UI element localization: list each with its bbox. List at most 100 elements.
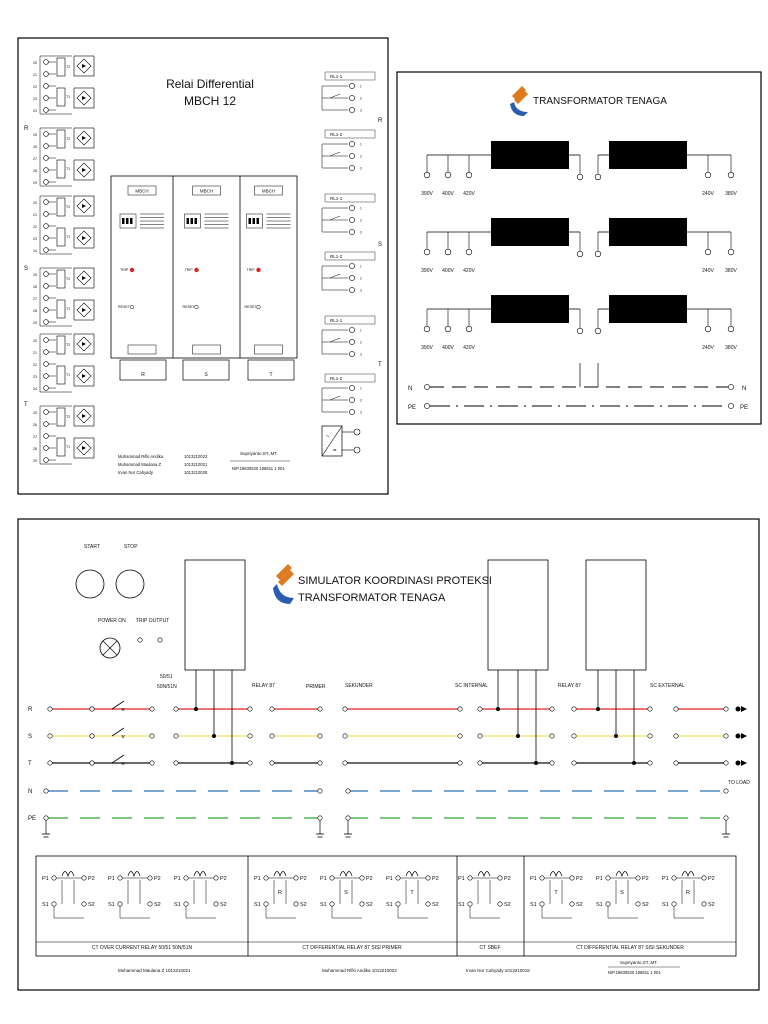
- advisor-nip: NIP.19830520 198811 1 001: [232, 466, 285, 471]
- primary-tap-label: 420V: [463, 191, 475, 197]
- primary-tap-terminal: [444, 325, 452, 333]
- diode-icon: [82, 168, 86, 172]
- rl-terminal-number: 2: [360, 97, 362, 101]
- ct-p1-label: P1: [530, 876, 537, 882]
- terminal-number: 22: [33, 363, 37, 367]
- power-supply-module: ~ =: [321, 425, 361, 457]
- terminal-number: 21: [33, 73, 37, 77]
- ct-coil-icon: [193, 871, 207, 878]
- dip-switch: [126, 218, 129, 224]
- line-terminal: [723, 788, 729, 794]
- ct-s1-label: S1: [662, 902, 669, 908]
- ct-terminal: [117, 875, 123, 881]
- footer-student-3: Irvan Nur Cahyady 1013210018: [466, 968, 530, 973]
- neutral-label-right: N: [742, 386, 746, 392]
- ct-p1-label: P1: [174, 876, 181, 882]
- ct-coil: [56, 437, 66, 457]
- ct-coil-icon: [127, 871, 141, 878]
- rl-terminal-number: 3: [360, 411, 362, 415]
- line-terminal: [173, 760, 179, 766]
- junction-dot: [534, 761, 538, 765]
- primary-tap-terminal: [423, 248, 431, 256]
- student-3-nim: 1013210028: [184, 470, 208, 475]
- ct-terminal: [497, 875, 503, 881]
- line-terminal: [345, 788, 351, 794]
- line-terminal: [571, 733, 577, 739]
- diode-icon: [82, 204, 86, 208]
- terminal-number: 22: [33, 225, 37, 229]
- ct-terminal: [43, 211, 49, 217]
- rl-label: RL1-1: [330, 196, 343, 201]
- rl-coil-frame: [324, 251, 376, 261]
- ct-s2-label: S2: [708, 902, 715, 908]
- ct-coil-icon: [61, 871, 75, 878]
- line-terminal: [549, 733, 555, 739]
- junction-dot: [596, 707, 600, 711]
- rl-terminal-number: 1: [360, 143, 362, 147]
- junction-dot: [516, 734, 520, 738]
- terminal-number: 21: [33, 351, 37, 355]
- ct-terminal: [635, 875, 641, 881]
- terminal-number: 24: [33, 109, 37, 113]
- ct-p2-label: P2: [220, 876, 227, 882]
- trip-led-icon: [129, 267, 135, 273]
- ct-label: T1: [66, 95, 70, 99]
- ct-terminal: [671, 875, 677, 881]
- relay-5051-label-b: 50N/51N: [157, 684, 177, 690]
- ct-terminal: [43, 409, 49, 415]
- line-terminal: [247, 733, 253, 739]
- ct-terminal: [329, 901, 335, 907]
- terminal-number: 20: [33, 201, 37, 205]
- ct-label: T2: [66, 137, 70, 141]
- phase-r-label: R: [24, 126, 29, 132]
- ct-p1-label: P1: [108, 876, 115, 882]
- line-label: R: [28, 707, 33, 713]
- ct-terminal: [605, 901, 611, 907]
- phase-s-label: S: [24, 266, 28, 272]
- ct-terminal: [539, 875, 545, 881]
- diode-icon: [82, 374, 86, 378]
- start-button[interactable]: [75, 569, 105, 599]
- primary-neutral-terminal: [576, 327, 584, 335]
- ct-terminal: [263, 901, 269, 907]
- ct-s1-label: S1: [42, 902, 49, 908]
- line-label: T: [28, 761, 32, 767]
- secondary-winding: [609, 218, 687, 246]
- ct-terminal: [43, 83, 49, 89]
- wire: [329, 395, 341, 401]
- primary-tap-label: 420V: [463, 268, 475, 274]
- ct-terminal: [671, 901, 677, 907]
- line-terminal: [723, 706, 729, 712]
- ct-p1-label: P1: [662, 876, 669, 882]
- current-transformer-groups: 2021222324T2T12526272829T2T12021222324T2…: [33, 55, 95, 465]
- ct-p2-label: P2: [576, 876, 583, 882]
- line-terminal: [173, 733, 179, 739]
- line-terminal: [549, 706, 555, 712]
- bus-r: R×: [28, 700, 747, 714]
- reset-label: RESET: [118, 305, 131, 309]
- relay-name-plate: [192, 185, 221, 196]
- relay-5051-box: [184, 559, 246, 671]
- ct-terminal: [701, 875, 707, 881]
- ct-terminal: [395, 901, 401, 907]
- stop-button[interactable]: [115, 569, 145, 599]
- footer-student-2: Muhammad Rifki Andika 1013210022: [322, 968, 397, 973]
- ct-p1-label: P1: [254, 876, 261, 882]
- rl-terminal: [349, 351, 355, 357]
- line-terminal: [647, 706, 653, 712]
- line-terminal: [549, 760, 555, 766]
- rl-label: RL1-1: [330, 74, 343, 79]
- ct-p2-label: P2: [88, 876, 95, 882]
- ct-terminal: [43, 361, 49, 367]
- line-terminal: [269, 760, 275, 766]
- terminal-number: 25: [33, 133, 37, 137]
- sc-external-label: SC EXTERNAL: [650, 683, 685, 689]
- ct-s2-label: S2: [88, 902, 95, 908]
- ct-phase-label: R: [686, 890, 690, 896]
